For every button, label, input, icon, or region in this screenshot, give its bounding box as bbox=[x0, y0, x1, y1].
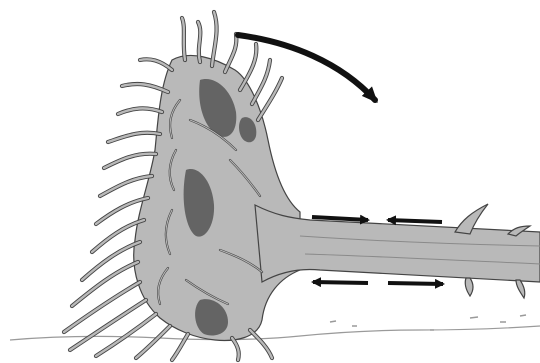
compression-arrow-right-icon bbox=[388, 220, 442, 222]
root-strand-fill bbox=[136, 326, 170, 358]
root-strand bbox=[240, 44, 256, 90]
ground-speckles bbox=[330, 315, 526, 330]
tension-arrow-right-icon bbox=[388, 283, 443, 284]
tension-arrow-left-icon bbox=[313, 282, 368, 283]
root-strand-fill bbox=[64, 282, 140, 332]
trunk-branch-stub-3 bbox=[465, 278, 473, 296]
trunk-branch-stub-4 bbox=[516, 280, 525, 298]
compression-arrow-left-icon bbox=[312, 217, 368, 220]
root-strand-fill bbox=[172, 334, 188, 360]
root-strand-fill bbox=[232, 338, 239, 360]
root-strand-fill bbox=[70, 300, 146, 350]
